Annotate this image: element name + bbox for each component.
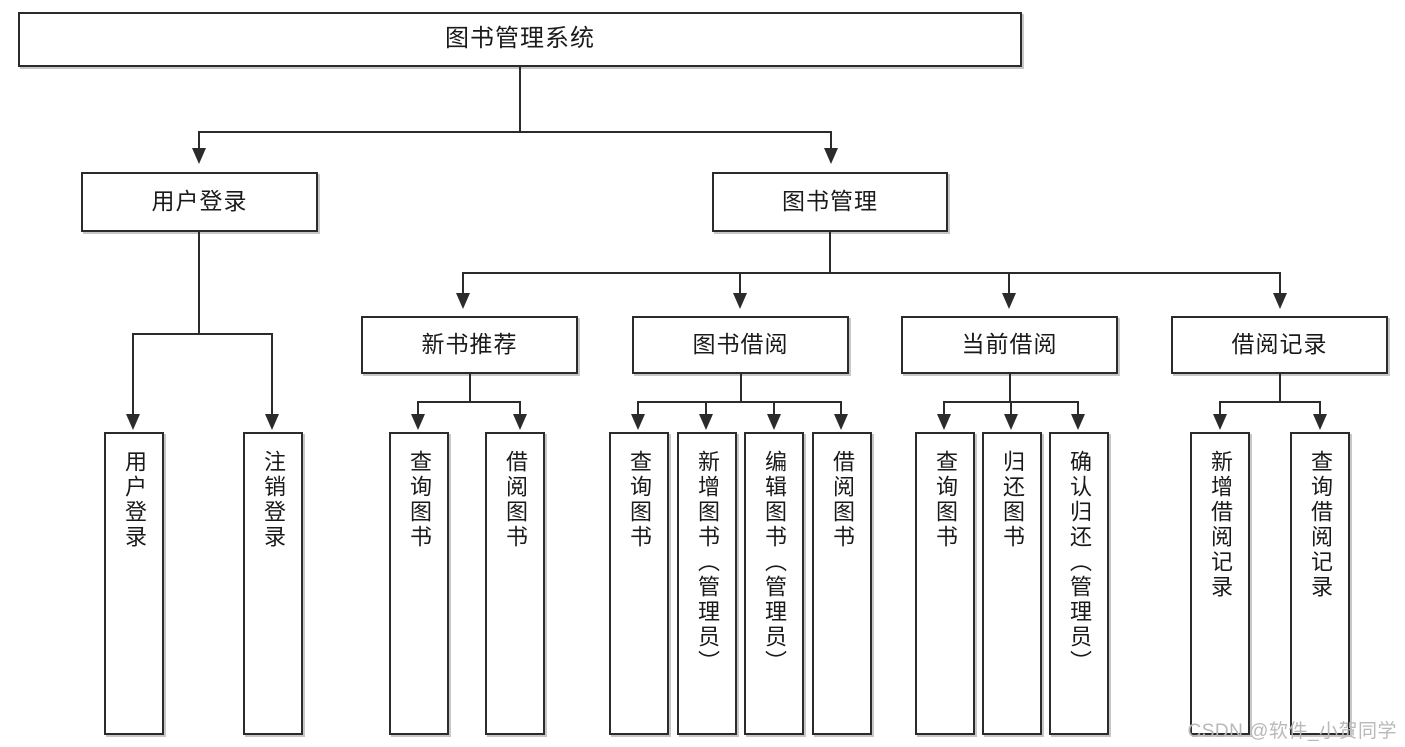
arrow-to-leaf-return-book xyxy=(1004,414,1018,430)
leaf-query-book-2-label: 查询图书 xyxy=(626,450,652,550)
arrow-to-borrow-record xyxy=(1273,293,1287,309)
leaf-user-logout-label: 注销登录 xyxy=(260,450,286,550)
connector-nbr-drop-1 xyxy=(417,401,419,415)
leaf-user-login[interactable]: 用户登录 xyxy=(104,432,164,735)
arrow-to-leaf-user-logout xyxy=(265,414,279,430)
connector-br-bus xyxy=(1220,401,1321,403)
node-borrow-record[interactable]: 借阅记录 xyxy=(1171,316,1388,374)
connector-bm-drop-1 xyxy=(462,272,464,294)
leaf-query-book-1[interactable]: 查询图书 xyxy=(389,432,449,735)
leaf-user-logout[interactable]: 注销登录 xyxy=(243,432,303,735)
arrow-to-book-manage xyxy=(824,148,838,164)
arrow-to-leaf-borrow-book-1 xyxy=(513,414,527,430)
leaf-user-login-label: 用户登录 xyxy=(121,450,147,550)
node-current-borrow-label: 当前借阅 xyxy=(961,331,1058,358)
connector-book-manage-bus xyxy=(463,272,1280,274)
arrow-to-leaf-query-book-3 xyxy=(937,414,951,430)
node-book-manage[interactable]: 图书管理 xyxy=(712,172,948,232)
csdn-watermark: CSDN @软件_小贺同学 xyxy=(1187,721,1397,742)
node-user-login-label: 用户登录 xyxy=(151,188,248,215)
connector-bb-drop-3 xyxy=(773,401,775,415)
leaf-confirm-return[interactable]: 确认归还（管理员） xyxy=(1049,432,1109,735)
connector-bm-drop-2 xyxy=(739,272,741,294)
leaf-return-book-label: 归还图书 xyxy=(999,450,1025,550)
leaf-confirm-return-label: 确认归还（管理员） xyxy=(1066,450,1092,675)
connector-br-drop-2 xyxy=(1319,401,1321,415)
connector-cb-stem xyxy=(1009,374,1011,402)
arrow-to-leaf-user-login xyxy=(126,414,140,430)
connector-bb-drop-2 xyxy=(705,401,707,415)
leaf-query-book-1-label: 查询图书 xyxy=(406,450,432,550)
arrow-to-leaf-borrow-book-2 xyxy=(834,414,848,430)
leaf-query-record-label: 查询借阅记录 xyxy=(1307,450,1333,600)
node-book-manage-label: 图书管理 xyxy=(782,188,878,215)
leaf-query-record[interactable]: 查询借阅记录 xyxy=(1290,432,1350,735)
connector-nbr-stem xyxy=(469,374,471,402)
arrow-to-leaf-edit-book xyxy=(767,414,781,430)
connector-book-manage-stem xyxy=(829,232,831,273)
leaf-query-book-3[interactable]: 查询图书 xyxy=(915,432,975,735)
connector-root-stem xyxy=(519,67,521,132)
connector-user-login-drop-2 xyxy=(271,333,273,415)
node-user-login[interactable]: 用户登录 xyxy=(81,172,318,232)
arrow-to-leaf-query-book-2 xyxy=(631,414,645,430)
arrow-to-leaf-confirm-return xyxy=(1071,414,1085,430)
node-book-borrow[interactable]: 图书借阅 xyxy=(632,316,849,374)
connector-cb-drop-3 xyxy=(1077,401,1079,415)
connector-bb-stem xyxy=(740,374,742,402)
connector-br-drop-1 xyxy=(1219,401,1221,415)
node-borrow-record-label: 借阅记录 xyxy=(1231,331,1328,358)
arrow-to-book-borrow xyxy=(733,293,747,309)
leaf-edit-book[interactable]: 编辑图书（管理员） xyxy=(744,432,804,735)
connector-user-login-stem xyxy=(198,232,200,334)
arrow-to-current-borrow xyxy=(1002,293,1016,309)
arrow-to-new-book-recommend xyxy=(456,293,470,309)
leaf-query-book-2[interactable]: 查询图书 xyxy=(609,432,669,735)
connector-nbr-bus xyxy=(418,401,521,403)
arrow-to-leaf-add-book xyxy=(699,414,713,430)
arrow-to-user-login xyxy=(192,148,206,164)
connector-nbr-drop-2 xyxy=(519,401,521,415)
node-new-book-recommend[interactable]: 新书推荐 xyxy=(361,316,578,374)
leaf-add-record-label: 新增借阅记录 xyxy=(1207,450,1233,600)
leaf-return-book[interactable]: 归还图书 xyxy=(982,432,1042,735)
connector-bb-bus xyxy=(638,401,842,403)
leaf-add-book-label: 新增图书（管理员） xyxy=(694,450,720,675)
leaf-borrow-book-1[interactable]: 借阅图书 xyxy=(485,432,545,735)
arrow-to-leaf-query-record xyxy=(1313,414,1327,430)
node-root[interactable]: 图书管理系统 xyxy=(18,12,1022,67)
connector-bm-drop-3 xyxy=(1008,272,1010,294)
arrow-to-leaf-query-book-1 xyxy=(411,414,425,430)
arrow-to-leaf-add-record xyxy=(1213,414,1227,430)
connector-cb-drop-2 xyxy=(1010,401,1012,415)
connector-user-login-bus xyxy=(133,333,272,335)
node-root-label: 图书管理系统 xyxy=(445,25,595,53)
leaf-borrow-book-1-label: 借阅图书 xyxy=(502,450,528,550)
connector-root-drop-left xyxy=(198,131,200,149)
connector-br-stem xyxy=(1279,374,1281,402)
node-book-borrow-label: 图书借阅 xyxy=(692,331,789,358)
leaf-add-record[interactable]: 新增借阅记录 xyxy=(1190,432,1250,735)
leaf-edit-book-label: 编辑图书（管理员） xyxy=(761,450,787,675)
connector-bb-drop-4 xyxy=(840,401,842,415)
connector-cb-drop-1 xyxy=(943,401,945,415)
leaf-borrow-book-2-label: 借阅图书 xyxy=(829,450,855,550)
leaf-borrow-book-2[interactable]: 借阅图书 xyxy=(812,432,872,735)
node-current-borrow[interactable]: 当前借阅 xyxy=(901,316,1118,374)
leaf-query-book-3-label: 查询图书 xyxy=(932,450,958,550)
connector-bb-drop-1 xyxy=(637,401,639,415)
connector-root-bus xyxy=(199,131,831,133)
connector-user-login-drop-1 xyxy=(132,333,134,415)
connector-bm-drop-4 xyxy=(1279,272,1281,294)
node-new-book-recommend-label: 新书推荐 xyxy=(421,331,518,358)
leaf-add-book[interactable]: 新增图书（管理员） xyxy=(677,432,737,735)
connector-root-drop-right xyxy=(830,131,832,149)
